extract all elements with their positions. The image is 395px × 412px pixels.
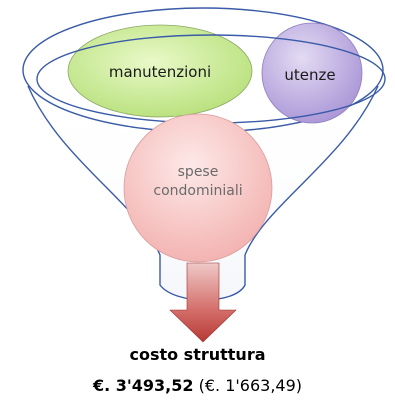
condo-expenses-label-line2: condominiali: [153, 183, 242, 199]
down-arrow-icon: [169, 262, 237, 343]
structure-cost-title: costo struttura: [129, 345, 266, 364]
structure-cost-amount: €. 3'493,52 (€. 1'663,49): [0, 376, 395, 395]
condo-expenses-label-line1: spese: [178, 164, 219, 180]
condo-expenses-bubble: [123, 113, 273, 263]
amount-secondary: (€. 1'663,49): [198, 376, 303, 395]
maintenance-label: manutenzioni: [109, 63, 211, 81]
amount-main: €. 3'493,52: [92, 376, 194, 395]
utilities-label: utenze: [284, 66, 335, 84]
maintenance-bubble: [67, 24, 253, 118]
